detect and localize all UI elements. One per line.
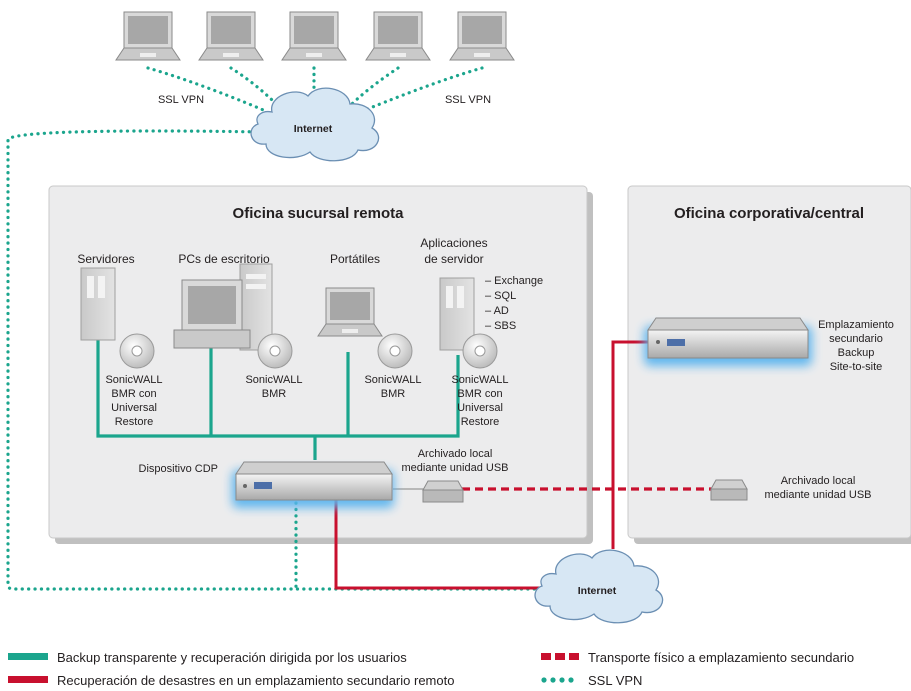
disaster-recovery-links xyxy=(334,340,650,590)
secondary-backup-device-icon xyxy=(644,317,812,366)
svg-text:Restore: Restore xyxy=(461,416,500,428)
svg-text:Backup: Backup xyxy=(838,347,875,359)
svg-text:Universal: Universal xyxy=(457,402,503,414)
ssl-vpn-links xyxy=(6,66,554,591)
app-exchange: – Exchange xyxy=(485,275,543,287)
branch-laptop-icon xyxy=(317,287,383,337)
internet-cloud-top: Internet xyxy=(250,87,380,162)
svg-text:Restore: Restore xyxy=(115,416,154,428)
cdp-device-icon xyxy=(232,461,394,508)
app-ad: – AD xyxy=(485,305,509,317)
legend-item-teal: Backup transparente y recuperación dirig… xyxy=(8,650,407,665)
svg-text:BMR con: BMR con xyxy=(457,388,502,400)
legend-item-red: Recuperación de desastres en un emplazam… xyxy=(8,673,454,688)
legend-label-dashed: Transporte físico a emplazamiento secund… xyxy=(588,650,854,665)
internet-label-top: Internet xyxy=(294,123,333,135)
svg-text:SonicWALL: SonicWALL xyxy=(451,374,508,386)
legend-label-red: Recuperación de desastres en un emplazam… xyxy=(57,673,454,688)
svg-text:Universal: Universal xyxy=(111,402,157,414)
branch-usb-label-2: mediante unidad USB xyxy=(401,462,508,474)
branch-usb-label-1: Archivado local xyxy=(418,448,493,460)
legend-swatch-red xyxy=(8,676,48,683)
svg-text:BMR: BMR xyxy=(262,388,287,400)
legend-item-dotted: SSL VPN xyxy=(541,673,642,688)
svg-text:SonicWALL: SonicWALL xyxy=(364,374,421,386)
legend-swatch-teal xyxy=(8,653,48,660)
bmr-disc-icon xyxy=(257,333,293,369)
corporate-usb-label-2: mediante unidad USB xyxy=(764,489,871,501)
branch-office-title: Oficina sucursal remota xyxy=(233,205,405,222)
legend-swatch-dashed xyxy=(541,653,579,660)
laptop-icon xyxy=(115,11,181,61)
svg-text:BMR: BMR xyxy=(381,388,406,400)
app-sql: – SQL xyxy=(485,290,516,302)
legend-label-dotted: SSL VPN xyxy=(588,673,642,688)
legend-label-teal: Backup transparente y recuperación dirig… xyxy=(57,650,407,665)
internet-label-bottom: Internet xyxy=(578,585,617,597)
legend-item-dashed: Transporte físico a emplazamiento secund… xyxy=(541,650,854,665)
corporate-usb-label-1: Archivado local xyxy=(781,475,856,487)
ssl-vpn-label-left: SSL VPN xyxy=(158,94,204,106)
corporate-office-title: Oficina corporativa/central xyxy=(674,205,864,222)
secondary-site-label: Emplazamiento secundario Backup Site-to-… xyxy=(818,319,894,373)
servers-label: Servidores xyxy=(77,252,134,266)
bmr-disc-icon xyxy=(462,333,498,369)
bmr-desktops-label: SonicWALL BMR xyxy=(245,374,302,400)
lan-backup-links xyxy=(96,338,460,460)
svg-text:SonicWALL: SonicWALL xyxy=(245,374,302,386)
bmr-servers-label: SonicWALL BMR con Universal Restore xyxy=(105,374,162,428)
apps-label-2: de servidor xyxy=(424,252,483,266)
remote-laptops xyxy=(115,11,515,61)
bmr-apps-label: SonicWALL BMR con Universal Restore xyxy=(451,374,508,428)
cdp-device-label: Dispositivo CDP xyxy=(139,463,218,475)
bmr-laptops-label: SonicWALL BMR xyxy=(364,374,421,400)
app-sbs: – SBS xyxy=(485,320,516,332)
svg-text:secundario: secundario xyxy=(829,333,883,345)
internet-cloud-bottom: Internet xyxy=(534,549,664,624)
svg-text:SonicWALL: SonicWALL xyxy=(105,374,162,386)
svg-text:BMR con: BMR con xyxy=(111,388,156,400)
ssl-vpn-label-right: SSL VPN xyxy=(445,94,491,106)
server-tower-icon xyxy=(80,267,116,341)
laptops-label: Portátiles xyxy=(330,252,380,266)
legend: Backup transparente y recuperación dirig… xyxy=(8,650,854,688)
bmr-disc-icon xyxy=(377,333,413,369)
svg-text:Site-to-site: Site-to-site xyxy=(830,361,883,373)
bmr-disc-icon xyxy=(119,333,155,369)
laptop-icon xyxy=(198,11,264,61)
laptop-icon xyxy=(365,11,431,61)
usb-drive-icon-corporate xyxy=(710,479,748,501)
svg-text:Emplazamiento: Emplazamiento xyxy=(818,319,894,331)
desktops-label: PCs de escritorio xyxy=(178,252,270,266)
laptop-icon xyxy=(281,11,347,61)
legend-swatch-dotted xyxy=(541,677,574,683)
laptop-icon xyxy=(449,11,515,61)
usb-drive-icon-branch xyxy=(422,480,464,503)
apps-label-1: Aplicaciones xyxy=(420,236,487,250)
